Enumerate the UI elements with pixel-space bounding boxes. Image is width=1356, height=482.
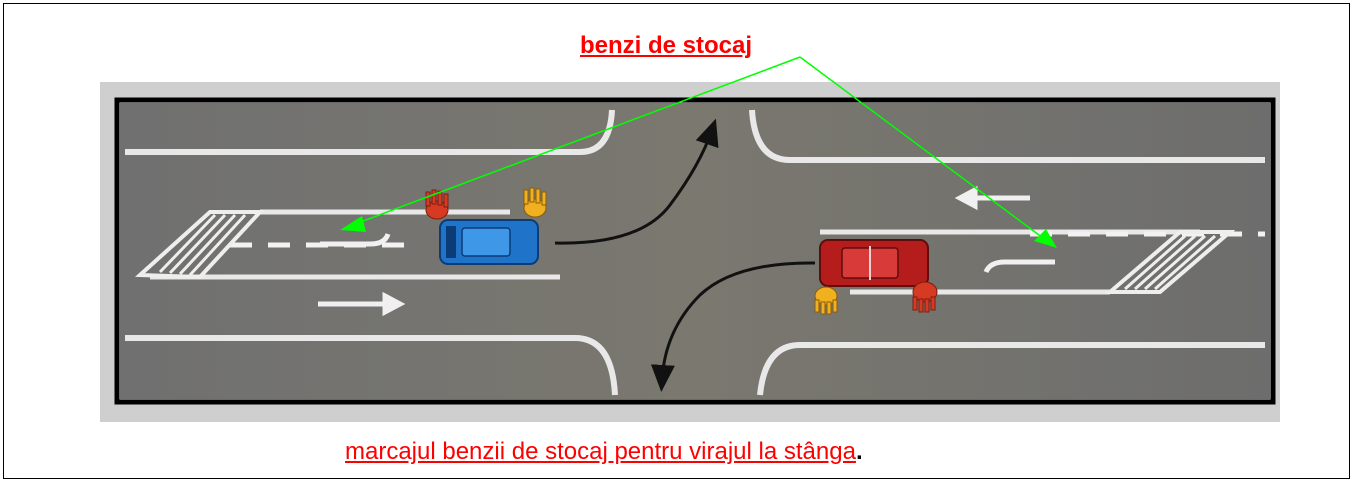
storage-lane-lines [150, 209, 1200, 295]
red-car-left-hand-icon [814, 286, 838, 315]
right-hatched-island [1104, 230, 1236, 294]
caption-period: . [855, 438, 863, 465]
red-car-right-hand-icon [912, 281, 938, 313]
left-hatched-island [134, 210, 265, 280]
figure-frame [3, 3, 1350, 479]
blue-car [439, 219, 539, 265]
pointer-arrowhead-right [1034, 229, 1057, 248]
lane-arrow-straight-east [318, 291, 406, 317]
pointer-arrowhead-left [340, 216, 366, 232]
right-hand-signal-icon [523, 187, 547, 218]
road-edge-lines [125, 109, 1265, 396]
left-hand-signal-icon [425, 189, 449, 220]
figure-title: benzi de stocaj [580, 32, 752, 60]
caption-text: marcajul benzii de stocaj pentru virajul… [345, 438, 856, 465]
title-text: benzi de stocaj [580, 32, 753, 59]
left-turn-path-south [650, 261, 816, 392]
lane-arrow-left-turn-west [320, 233, 391, 247]
pointer-lines [340, 56, 1057, 248]
left-turn-path-north [554, 118, 719, 245]
red-car [819, 239, 929, 287]
figure-caption: marcajul benzii de stocaj pentru virajul… [345, 438, 863, 466]
lane-arrow-left-turn-east [983, 259, 1055, 274]
asphalt [120, 103, 1270, 399]
lane-arrow-straight-west [954, 185, 1030, 211]
road-border [114, 97, 1276, 405]
